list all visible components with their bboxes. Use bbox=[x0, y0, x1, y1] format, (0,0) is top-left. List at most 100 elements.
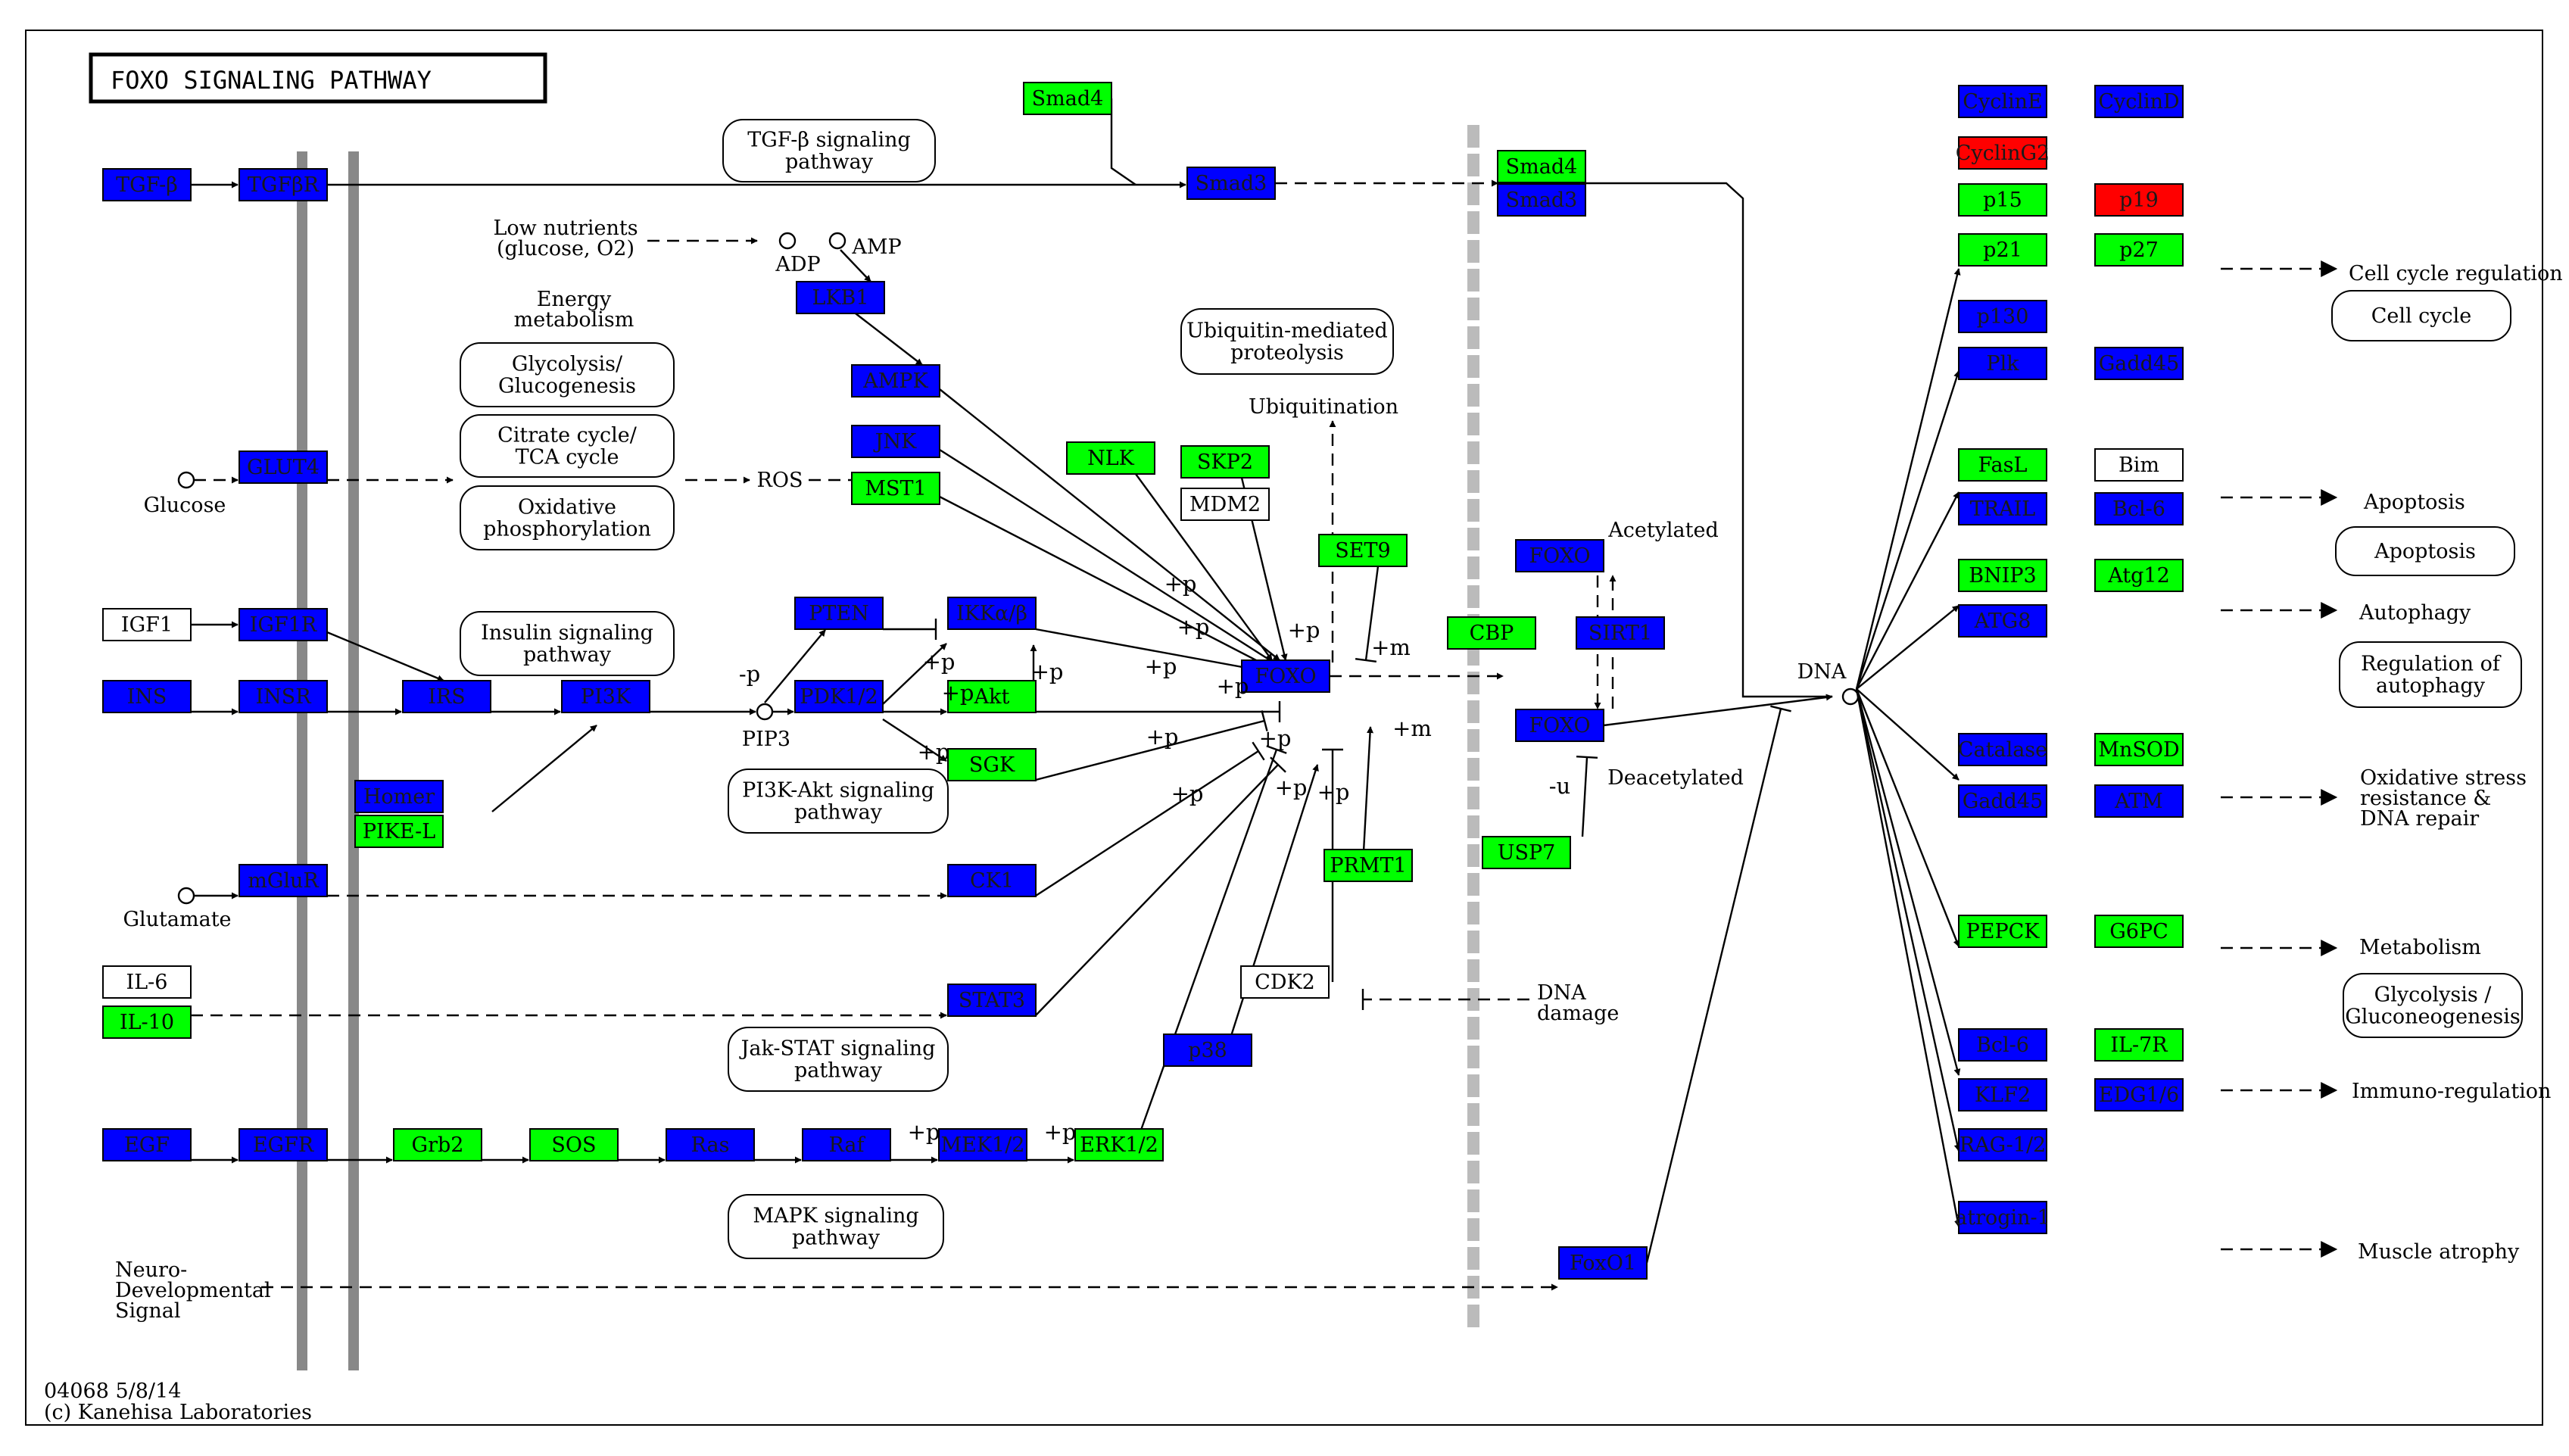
edge-pdk-ikk bbox=[882, 643, 947, 705]
gene-node-jnk[interactable]: JNK bbox=[851, 425, 940, 458]
gene-node-glut4[interactable]: GLUT4 bbox=[239, 451, 328, 484]
gene-node-raf[interactable]: Raf bbox=[802, 1128, 891, 1161]
gene-node-il6[interactable]: IL-6 bbox=[102, 965, 192, 999]
gene-node-sgk[interactable]: SGK bbox=[947, 748, 1037, 781]
edge-amp-lkb1 bbox=[840, 249, 871, 282]
gene-node-p15[interactable]: p15 bbox=[1958, 183, 2047, 217]
gene-node-stat3[interactable]: STAT3 bbox=[947, 984, 1037, 1017]
gene-node-trail[interactable]: TRAIL bbox=[1958, 492, 2047, 525]
gene-node-il7r[interactable]: IL-7R bbox=[2094, 1028, 2184, 1062]
gene-node-bcl6a[interactable]: Bcl-6 bbox=[2094, 492, 2184, 525]
gene-node-sirt1[interactable]: SIRT1 bbox=[1576, 616, 1665, 650]
gene-node-p27[interactable]: p27 bbox=[2094, 233, 2184, 267]
gene-node-plk[interactable]: Plk bbox=[1958, 347, 2047, 380]
gene-node-smad3a[interactable]: Smad3 bbox=[1186, 167, 1276, 200]
gene-node-pten[interactable]: PTEN bbox=[794, 597, 884, 630]
gene-node-rag[interactable]: RAG-1/2 bbox=[1958, 1128, 2047, 1161]
gene-node-igf1r[interactable]: IGF1R bbox=[239, 608, 328, 641]
gene-node-mdm2[interactable]: MDM2 bbox=[1180, 488, 1270, 521]
gene-node-mek12[interactable]: MEK1/2 bbox=[938, 1128, 1027, 1161]
gene-node-pikel[interactable]: PIKE-L bbox=[354, 815, 444, 848]
map-link-map_apoptosis[interactable]: Apoptosis bbox=[2335, 526, 2515, 576]
gene-node-gadd45b[interactable]: Gadd45 bbox=[1958, 784, 2047, 818]
gene-node-egfr[interactable]: EGFR bbox=[239, 1128, 328, 1161]
gene-node-cbp[interactable]: CBP bbox=[1447, 616, 1536, 650]
gene-node-akt[interactable]: Akt bbox=[947, 680, 1037, 713]
gene-node-atm[interactable]: ATM bbox=[2094, 784, 2184, 818]
gene-node-gadd45a[interactable]: Gadd45 bbox=[2094, 347, 2184, 380]
gene-node-egf[interactable]: EGF bbox=[102, 1128, 192, 1161]
gene-node-cdk2[interactable]: CDK2 bbox=[1240, 965, 1330, 999]
gene-node-lkb1[interactable]: LKB1 bbox=[796, 281, 885, 314]
gene-node-p38[interactable]: p38 bbox=[1163, 1034, 1252, 1067]
modification-label: +p bbox=[1177, 614, 1210, 640]
map-link-map_tca[interactable]: Citrate cycle/TCA cycle bbox=[460, 414, 675, 478]
gene-node-nlk[interactable]: NLK bbox=[1066, 441, 1155, 475]
gene-node-homer[interactable]: Homer bbox=[354, 780, 444, 813]
gene-node-catalase[interactable]: Catalase bbox=[1958, 733, 2047, 766]
gene-node-fasl[interactable]: FasL bbox=[1958, 448, 2047, 482]
gene-node-p21[interactable]: p21 bbox=[1958, 233, 2047, 267]
gene-node-pdk12[interactable]: PDK1/2 bbox=[794, 680, 884, 713]
gene-node-g6pc[interactable]: G6PC bbox=[2094, 915, 2184, 948]
gene-node-igf1[interactable]: IGF1 bbox=[102, 608, 192, 641]
gene-node-p19[interactable]: p19 bbox=[2094, 183, 2184, 217]
gene-node-atrogin[interactable]: atrogin-1 bbox=[1955, 1201, 2050, 1234]
gene-node-smad4a[interactable]: Smad4 bbox=[1023, 82, 1112, 115]
gene-node-foxo_ac[interactable]: FOXO bbox=[1515, 539, 1604, 572]
gene-node-smad3b[interactable]: Smad3 bbox=[1497, 183, 1586, 217]
gene-node-mnsod[interactable]: MnSOD bbox=[2094, 733, 2184, 766]
gene-node-atg12[interactable]: Atg12 bbox=[2094, 559, 2184, 592]
gene-node-set9[interactable]: SET9 bbox=[1318, 534, 1408, 567]
gene-node-ins[interactable]: INS bbox=[102, 680, 192, 713]
gene-node-grb2[interactable]: Grb2 bbox=[393, 1128, 482, 1161]
gene-node-insr[interactable]: INSR bbox=[239, 680, 328, 713]
gene-node-tgfbr[interactable]: TGFβR bbox=[239, 168, 328, 201]
gene-node-pepck[interactable]: PEPCK bbox=[1958, 915, 2047, 948]
gene-node-mst1[interactable]: MST1 bbox=[851, 472, 940, 505]
gene-node-p130[interactable]: p130 bbox=[1958, 300, 2047, 333]
gene-node-foxo_main[interactable]: FOXO bbox=[1241, 659, 1330, 693]
gene-node-bcl6b[interactable]: Bcl-6 bbox=[1958, 1028, 2047, 1062]
gene-label: ATM bbox=[2114, 790, 2163, 813]
map-link-map_glyco[interactable]: Glycolysis/Glucogenesis bbox=[460, 342, 675, 407]
gene-node-irs[interactable]: IRS bbox=[402, 680, 491, 713]
gene-node-cyclling2[interactable]: CyclinG2 bbox=[1956, 136, 2050, 170]
gene-node-sos[interactable]: SOS bbox=[529, 1128, 619, 1161]
gene-node-skp2[interactable]: SKP2 bbox=[1180, 445, 1270, 479]
gene-node-ras[interactable]: Ras bbox=[666, 1128, 755, 1161]
map-link-map_glyco2[interactable]: Glycolysis /Gluconeogenesis bbox=[2343, 973, 2523, 1038]
gene-node-edg1[interactable]: EDG1/6 bbox=[2094, 1078, 2184, 1111]
edge-dna-target-8 bbox=[1855, 688, 1961, 1227]
gene-node-foxo_de[interactable]: FOXO bbox=[1515, 709, 1604, 742]
gene-node-ampk[interactable]: AMPK bbox=[851, 364, 940, 398]
gene-node-foxo1[interactable]: FoxO1 bbox=[1558, 1246, 1648, 1280]
label-text: Glucose bbox=[144, 494, 226, 517]
gene-node-bnip3[interactable]: BNIP3 bbox=[1958, 559, 2047, 592]
gene-node-atg8[interactable]: ATG8 bbox=[1958, 604, 2047, 638]
gene-node-cycline[interactable]: CyclinE bbox=[1958, 85, 2047, 118]
gene-node-ikk[interactable]: IKKα/β bbox=[947, 597, 1037, 630]
gene-node-erk12[interactable]: ERK1/2 bbox=[1074, 1128, 1164, 1161]
gene-node-cyclind[interactable]: CyclinD bbox=[2094, 85, 2184, 118]
gene-node-klf2[interactable]: KLF2 bbox=[1958, 1078, 2047, 1111]
gene-node-prmt1[interactable]: PRMT1 bbox=[1323, 849, 1413, 882]
gene-node-bim[interactable]: Bim bbox=[2094, 448, 2184, 482]
gene-node-il10[interactable]: IL-10 bbox=[102, 1005, 192, 1039]
gene-node-tgfb[interactable]: TGF-β bbox=[102, 168, 192, 201]
gene-node-pi3k[interactable]: PI3K bbox=[561, 680, 650, 713]
gene-node-ck1[interactable]: CK1 bbox=[947, 864, 1037, 897]
gene-node-smad4b[interactable]: Smad4 bbox=[1497, 150, 1586, 183]
gene-node-usp7[interactable]: USP7 bbox=[1482, 836, 1571, 869]
gene-node-mglur[interactable]: mGluR bbox=[239, 864, 328, 897]
map-link-map_cellcycle[interactable]: Cell cycle bbox=[2331, 290, 2511, 341]
